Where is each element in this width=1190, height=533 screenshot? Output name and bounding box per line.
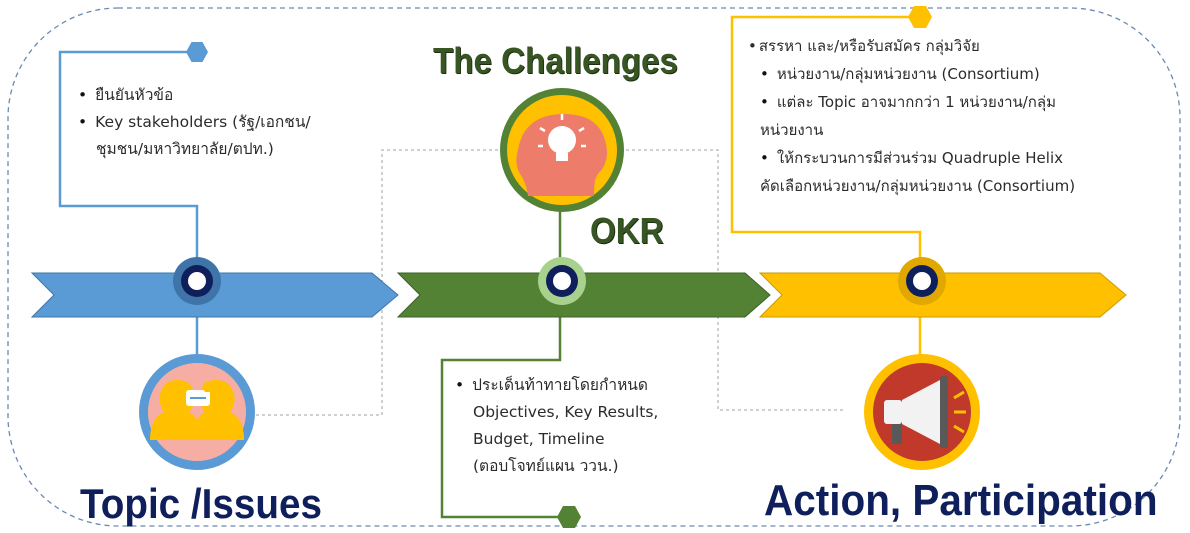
outer-frame (7, 7, 1181, 527)
stage2-hex-marker (557, 506, 581, 528)
stage3-text: •สรรหา และ/หรือรับสมัคร กลุ่มวิจัย หน่วย… (748, 32, 1168, 200)
stage3-bullet-2: หน่วยงาน/กลุ่มหน่วยงาน (Consortium) (748, 60, 1168, 88)
discussion-icon (139, 354, 255, 470)
challenges-heading: The Challenges (433, 40, 678, 81)
stage2-bullet-1: ประเด็นท้าทายโดยกำหนด (455, 372, 715, 399)
stage3-title: Action, Participation (764, 476, 1158, 525)
stage3-bullet-3-cont: หน่วยงาน (760, 121, 824, 139)
idea-head-icon (500, 88, 624, 212)
stage1-hex-marker (186, 42, 208, 62)
stage1-bullet-2: Key stakeholders (รัฐ/เอกชน/ (78, 109, 378, 136)
stage1-bullet-1: ยืนยันหัวข้อ (78, 82, 378, 109)
stage2-arrow (396, 272, 771, 318)
stage3-bullet-4: ให้กระบวนการมีส่วนร่วม Quadruple Helix (748, 144, 1168, 172)
megaphone-icon (864, 354, 980, 470)
stage2-line-2: Objectives, Key Results, (473, 403, 659, 421)
stage2-line-3: Budget, Timeline (473, 430, 605, 448)
stage1-node (173, 257, 221, 305)
stage1-text: ยืนยันหัวข้อ Key stakeholders (รัฐ/เอกชน… (78, 82, 378, 163)
stage1-title: Topic /Issues (80, 480, 322, 527)
okr-heading: OKR (590, 210, 664, 251)
stage3-bullet-4-cont: คัดเลือกหน่วยงาน/กลุ่มหน่วยงาน (Consorti… (760, 177, 1076, 195)
stage2-node (538, 257, 586, 305)
stage2-line-4: (ตอบโจทย์แผน ววน.) (473, 457, 619, 475)
stage3-arrow (758, 272, 1127, 318)
stage3-bullet-3: แต่ละ Topic อาจมากกว่า 1 หน่วยงาน/กลุ่ม (748, 88, 1168, 116)
stage3-hex-marker (908, 6, 932, 28)
stage1-bullet-2-cont: ชุมชน/มหาวิทยาลัย/ตปท.) (96, 140, 274, 158)
stage3-bullet-1: •สรรหา และ/หรือรับสมัคร กลุ่มวิจัย (748, 37, 980, 55)
stage3-node (898, 257, 946, 305)
stage2-text: ประเด็นท้าทายโดยกำหนด Objectives, Key Re… (455, 372, 715, 480)
